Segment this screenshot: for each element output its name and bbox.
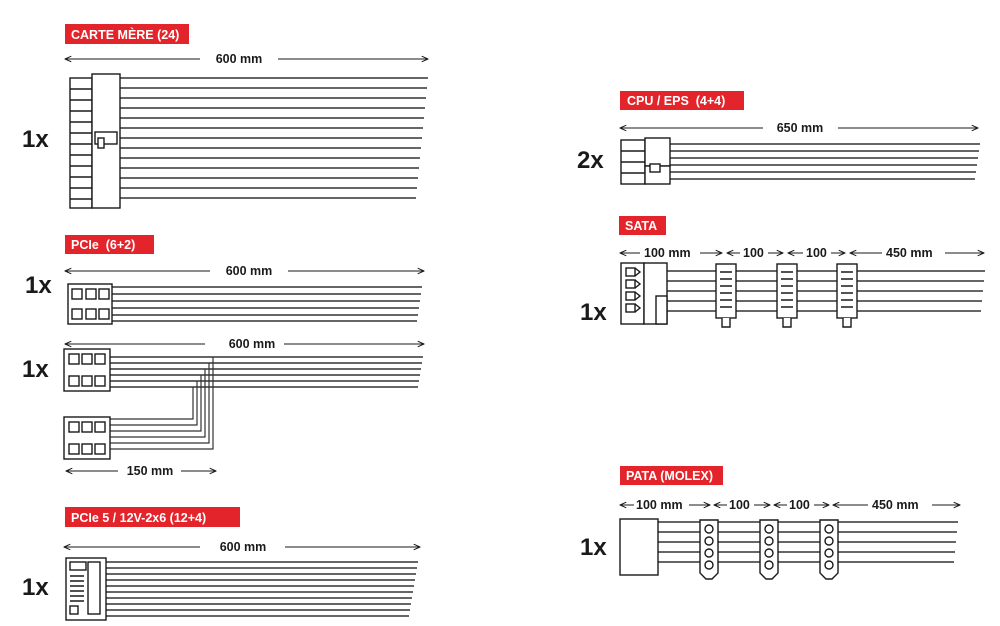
pata-segment-3: 100 bbox=[789, 498, 810, 512]
pata-segment-4: 450 mm bbox=[872, 498, 919, 512]
sata-segment-2: 100 bbox=[743, 246, 764, 260]
motherboard-24pin-connector bbox=[69, 73, 121, 209]
pcie5-length: 600 mm bbox=[220, 540, 267, 554]
sata-wires bbox=[667, 270, 985, 312]
motherboard-label: CARTE MÈRE (24) bbox=[71, 27, 179, 42]
pata-segment-1: 100 mm bbox=[636, 498, 683, 512]
motherboard-label-badge bbox=[65, 24, 189, 44]
sata-drive-connector-3 bbox=[836, 263, 858, 328]
sata-quantity: 1x bbox=[580, 299, 607, 326]
cpu-label: CPU / EPS (4+4) bbox=[627, 94, 725, 108]
sata-cable-section: SATA 100 mm 100 100 450 mm 1x bbox=[580, 216, 985, 328]
pcie-dual-quantity: 1x bbox=[22, 356, 49, 383]
pcie-single-connector bbox=[67, 283, 113, 325]
pcie-cable-section: PCIe (6+2) 600 mm 1x bbox=[25, 235, 424, 325]
cpu-cable-section: CPU / EPS (4+4) 650 mm 2x bbox=[577, 91, 980, 185]
motherboard-length: 600 mm bbox=[216, 52, 263, 66]
sata-drive-connector-2 bbox=[776, 263, 798, 328]
pcie-dual-cable-section: 600 mm 1x 150 mm bbox=[22, 337, 424, 478]
sata-segment-3: 100 bbox=[806, 246, 827, 260]
pcie-single-length: 600 mm bbox=[226, 264, 273, 278]
sata-drive-connector-1 bbox=[715, 263, 737, 328]
pata-cable-section: PATA (MOLEX) 100 mm 100 100 450 mm 1x bbox=[580, 466, 960, 580]
pcie-dual-length: 600 mm bbox=[229, 337, 276, 351]
molex-connector-1 bbox=[699, 519, 719, 580]
pcie5-cable-section: PCIe 5 / 12V-2x6 (12+4) 600 mm 1x bbox=[22, 507, 420, 621]
sata-psu-connector bbox=[620, 262, 668, 325]
sata-label-badge bbox=[619, 216, 666, 235]
pata-label-badge bbox=[620, 466, 723, 485]
cpu-eps-connector bbox=[620, 137, 671, 185]
pcie-dual-connector-top bbox=[63, 348, 111, 392]
cpu-label-badge bbox=[620, 91, 744, 110]
pcie-single-quantity: 1x bbox=[25, 272, 52, 299]
pcie-label: PCIe (6+2) bbox=[71, 238, 135, 252]
pcie-single-wires bbox=[112, 286, 422, 322]
motherboard-quantity: 1x bbox=[22, 126, 49, 153]
cpu-wires bbox=[670, 143, 980, 180]
pcie-dual-split-wires bbox=[110, 357, 214, 450]
pcie-dual-main-wires bbox=[110, 356, 423, 388]
pcie5-quantity: 1x bbox=[22, 574, 49, 601]
motherboard-cable-section: CARTE MÈRE (24) 600 mm 1x bbox=[22, 24, 428, 209]
sata-segment-1: 100 mm bbox=[644, 246, 691, 260]
pata-label: PATA (MOLEX) bbox=[626, 469, 713, 483]
molex-connector-2 bbox=[759, 519, 779, 580]
sata-segment-4: 450 mm bbox=[886, 246, 933, 260]
pata-psu-connector bbox=[619, 518, 659, 576]
pcie-label-badge bbox=[65, 235, 154, 254]
pata-quantity: 1x bbox=[580, 534, 607, 561]
pata-segment-2: 100 bbox=[729, 498, 750, 512]
pcie5-12v-2x6-connector bbox=[65, 557, 107, 621]
cpu-length: 650 mm bbox=[777, 121, 824, 135]
sata-label: SATA bbox=[625, 219, 657, 233]
pcie-split-length: 150 mm bbox=[127, 464, 174, 478]
cpu-quantity: 2x bbox=[577, 147, 604, 174]
pcie-dual-connector-bottom bbox=[63, 416, 111, 460]
pcie5-label-badge bbox=[65, 507, 240, 527]
motherboard-wires bbox=[120, 77, 428, 199]
molex-connector-3 bbox=[819, 519, 839, 580]
pcie5-wires bbox=[106, 561, 418, 617]
pcie5-label: PCIe 5 / 12V-2x6 (12+4) bbox=[71, 511, 206, 525]
